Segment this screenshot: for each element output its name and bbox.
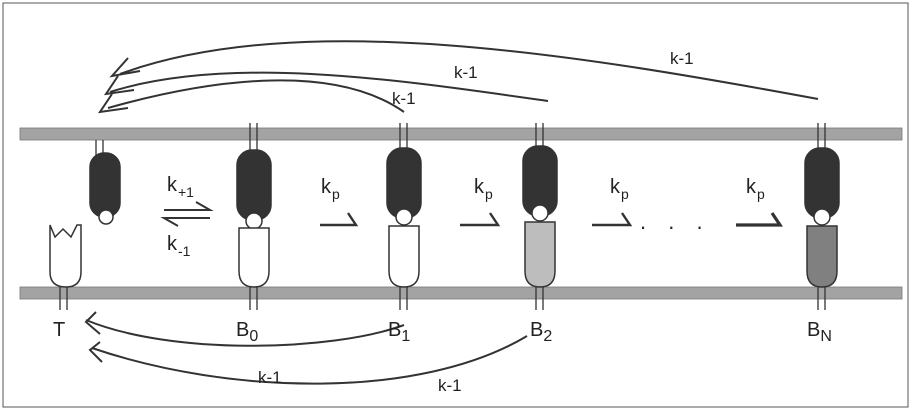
rate-label-koff-b1-top: k-1 — [392, 89, 416, 108]
state-label-bn: BN — [807, 319, 832, 345]
ligand-dark — [386, 147, 422, 219]
free-receptor — [49, 224, 82, 288]
complex-bn — [804, 123, 840, 310]
free-ligand — [89, 152, 121, 218]
dissociation-arc-bn-top — [119, 40, 819, 100]
rate-kp-sub: p — [757, 186, 765, 202]
state-t — [49, 140, 121, 310]
rate-label-koff-bn-top: k-1 — [670, 49, 694, 68]
rate-k-plus-1-sub: +1 — [178, 184, 194, 200]
state-label-b0: B0 — [236, 319, 258, 345]
arrowhead-bottom-1 — [84, 311, 101, 335]
state-label-b2: B2 — [530, 319, 552, 345]
rate-label-koff-b1-bottom: k-1 — [258, 368, 282, 387]
ligand-dark — [804, 147, 840, 219]
dissociation-arc-b1-top — [107, 79, 405, 113]
proofreading-step-1: k p — [320, 176, 359, 227]
rate-label-koff-b2-bottom: k-1 — [438, 376, 462, 395]
rate-kp-sub: p — [332, 186, 340, 202]
proofreading-step-2: k p — [460, 176, 501, 227]
kp-arrow — [320, 212, 359, 227]
receptor-fully-phosphorylated — [806, 225, 838, 288]
arrowhead-top-3 — [97, 93, 129, 114]
proofreading-step-n: k p — [736, 176, 783, 227]
ellipsis: . . . — [640, 209, 711, 234]
upper-membrane — [19, 127, 903, 141]
kp-arrow — [460, 212, 501, 227]
kp-arrow — [592, 212, 633, 227]
rate-k-plus-1-base: k — [167, 174, 178, 196]
ligand-head — [245, 212, 263, 230]
rate-kp-base: k — [474, 176, 485, 198]
rate-kp-base: k — [746, 176, 757, 198]
state-label-t: T — [53, 319, 65, 341]
receptor-unphosphorylated — [238, 227, 270, 288]
complex-b0 — [236, 123, 272, 310]
rate-kp-sub: p — [621, 186, 629, 202]
complex-b2 — [522, 123, 558, 310]
rate-k-minus-1-sub: -1 — [178, 243, 191, 259]
arrowhead-top-1 — [109, 57, 141, 78]
receptor-phosphorylated-1 — [524, 221, 556, 288]
ligand-dark — [236, 149, 272, 221]
reverse-arrow — [160, 217, 210, 227]
ligand-head — [531, 204, 549, 222]
complex-b1 — [386, 123, 422, 310]
dissociation-arc-b2-bottom — [91, 335, 528, 385]
forward-arrow — [164, 201, 214, 211]
proofreading-step-3: k p . . . — [592, 176, 711, 234]
rate-kp-sub: p — [485, 186, 493, 202]
dissociation-arc-b1-bottom — [85, 319, 405, 347]
ligand-head — [813, 208, 831, 226]
lower-membrane — [19, 286, 903, 300]
dissociation-arc-b2-top — [109, 71, 549, 102]
kp-arrow — [736, 212, 783, 227]
receptor-unphosphorylated — [388, 225, 420, 288]
rate-kp-base: k — [610, 176, 621, 198]
arrowhead-top-2 — [103, 75, 135, 96]
rate-label-koff-b2-top: k-1 — [454, 63, 478, 82]
ligand-head — [395, 208, 413, 226]
rate-kp-base: k — [321, 176, 332, 198]
arrowhead-bottom-2 — [88, 341, 103, 363]
binding-equilibrium: k +1 k -1 — [160, 174, 214, 259]
ligand-head — [98, 209, 114, 225]
rate-k-minus-1-base: k — [167, 233, 178, 255]
state-label-b1: B1 — [388, 319, 410, 345]
